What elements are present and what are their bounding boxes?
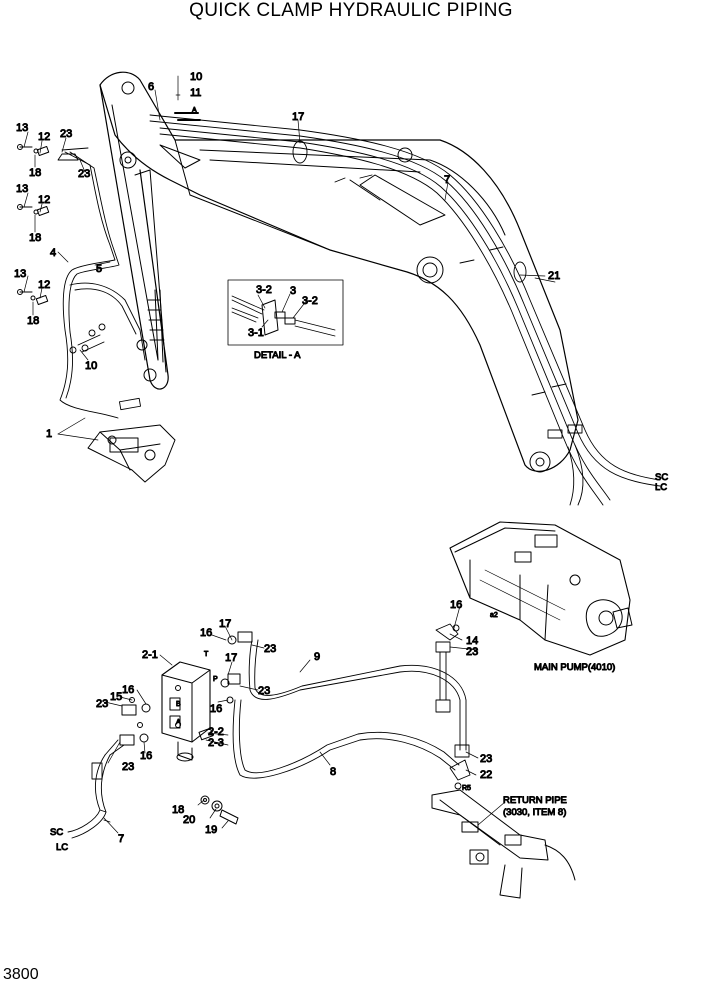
callout-18-b: 18: [29, 232, 41, 244]
valve-block: [161, 661, 214, 762]
line-code-sc-top: SC: [655, 472, 668, 483]
callout-6: 6: [148, 81, 154, 93]
callout-12-c: 12: [38, 279, 50, 291]
callout-7-bottom: 7: [118, 833, 124, 845]
page-number: 3800: [3, 966, 39, 983]
callout-13-c: 13: [14, 268, 26, 280]
callout-10-top: 10: [190, 71, 202, 83]
return-pipe-caption-line1: RETURN PIPE: [503, 795, 567, 806]
sc-lc-hoses: [67, 739, 125, 839]
callout-8: 8: [330, 766, 336, 778]
boom-assembly: [99, 71, 579, 473]
return-pipe-caption-line2: (3030, ITEM 8): [503, 807, 566, 818]
callout-16-valve-top: 16: [200, 627, 212, 639]
callout-16-left-bottom: 16: [140, 750, 152, 762]
main-pump: [449, 521, 633, 656]
callout-16-valve-mid: 16: [210, 703, 222, 715]
callout-7-top: 7: [444, 174, 450, 186]
detail-label-3: 3: [290, 285, 296, 297]
hoses: [232, 623, 471, 790]
callout-18-bottom: 18: [172, 804, 184, 816]
callout-18-c: 18: [27, 315, 39, 327]
callout-11: 11: [190, 87, 201, 99]
callout-23-left-top: 23: [96, 698, 108, 710]
callout-23-return: 23: [480, 753, 492, 765]
callout-2-2: 2-2: [208, 726, 224, 738]
callout-4: 4: [50, 247, 56, 259]
line-code-sc-bottom: SC: [50, 827, 63, 838]
callout-13-a: 13: [16, 122, 28, 134]
detail-a-caption: DETAIL - A: [254, 350, 301, 361]
port-mark-t: T: [204, 651, 209, 658]
detail-label-3-1: 3-1: [248, 327, 264, 339]
callout-9: 9: [314, 651, 320, 663]
callout-22: 22: [480, 769, 492, 781]
detail-label-3-2-right: 3-2: [302, 295, 318, 307]
callout-16-left: 16: [122, 684, 134, 696]
callout-5: 5: [96, 263, 102, 275]
main-pump-caption: MAIN PUMP(4010): [534, 662, 615, 673]
callout-17-valve-mid: 17: [225, 652, 237, 664]
line-code-lc-top: LC: [655, 482, 667, 493]
callout-17-top: 17: [292, 111, 304, 123]
callout-23-left-bottom: 23: [122, 761, 134, 773]
callout-1: 1: [46, 428, 52, 440]
callout-15: 15: [110, 691, 122, 703]
callout-17-valve-top: 17: [219, 618, 231, 630]
callout-21: 21: [548, 270, 560, 282]
quick-clamp-bracket: [87, 424, 176, 483]
arm-assembly: [99, 84, 169, 390]
port-mark-a2: a2: [490, 612, 498, 619]
line-code-lc-bottom: LC: [56, 842, 68, 853]
return-pipe: [431, 789, 576, 899]
port-mark-r5: R5: [462, 785, 471, 792]
callout-12-b: 12: [38, 194, 50, 206]
detail-label-3-2-left: 3-2: [256, 284, 272, 296]
port-mark-p: P: [213, 676, 218, 683]
callout-12-a: 12: [38, 131, 50, 143]
callout-10-bottom: 10: [85, 360, 97, 372]
callout-14: 14: [466, 635, 478, 647]
callout-20: 20: [183, 814, 195, 826]
port-mark-b: B: [176, 701, 181, 708]
port-mark-a-valve: A: [176, 719, 181, 726]
callout-detail-a-marker: A: [192, 107, 197, 114]
callout-23-b: 23: [78, 168, 90, 180]
boom-pipes: [149, 112, 661, 506]
callout-23-valve-top: 23: [264, 643, 276, 655]
arm-pipes: [57, 147, 146, 419]
callout-23-pump: 23: [466, 646, 478, 658]
clamp-bolt-sets: [17, 144, 50, 306]
leader-lines: [23, 75, 556, 834]
callout-2-1: 2-1: [142, 649, 158, 661]
detail-a-box: [227, 279, 344, 346]
callout-16-pump: 16: [450, 599, 462, 611]
callout-13-b: 13: [16, 183, 28, 195]
callout-19: 19: [205, 824, 217, 836]
diagram-title: QUICK CLAMP HYDRAULIC PIPING: [189, 0, 513, 21]
callout-2-3: 2-3: [208, 737, 224, 749]
callout-23-valve-mid: 23: [258, 685, 270, 697]
callout-18-a: 18: [29, 167, 41, 179]
callout-23-a: 23: [60, 128, 72, 140]
